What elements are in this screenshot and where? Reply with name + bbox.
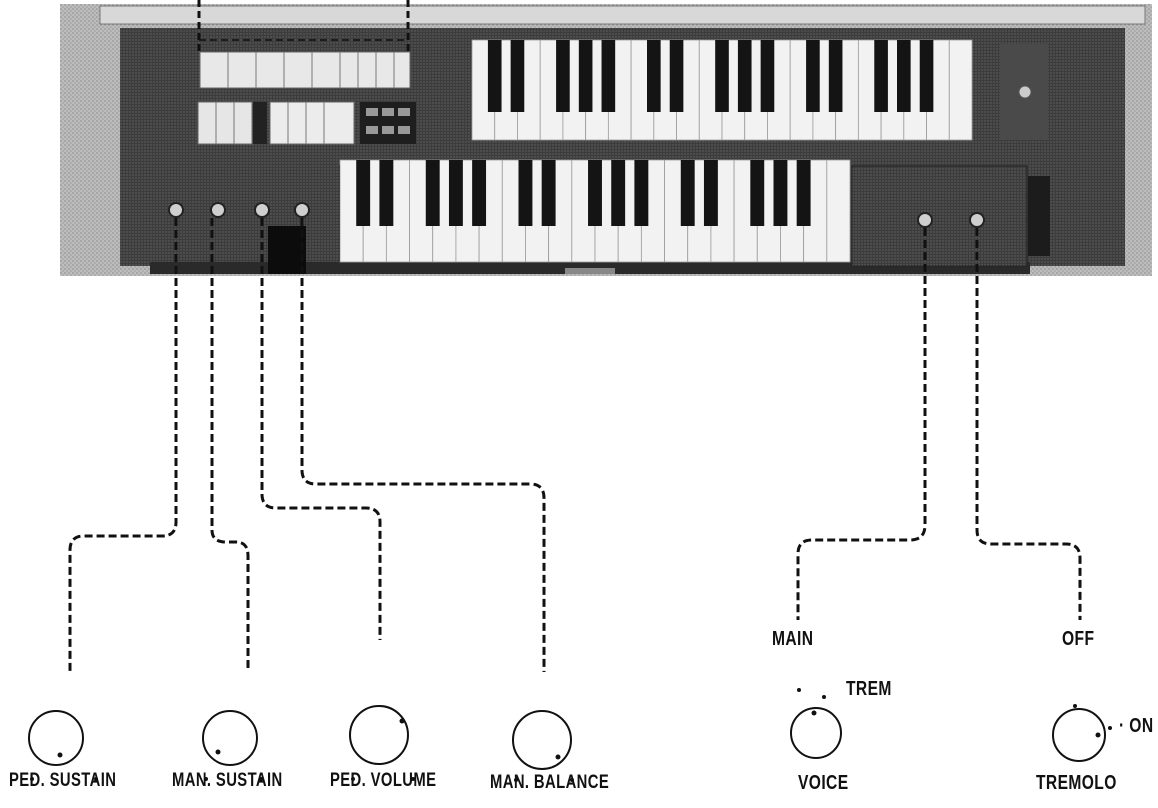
voice-trem-position-label: TREM xyxy=(846,678,892,701)
black-key xyxy=(829,40,843,112)
knob-ped-sustain-pointer xyxy=(58,753,63,758)
black-key xyxy=(681,160,695,226)
black-key xyxy=(588,160,602,226)
voice-label: VOICE xyxy=(798,772,849,795)
knob-man-sustain-pointer xyxy=(216,750,221,755)
black-key xyxy=(647,40,661,112)
black-key xyxy=(920,40,934,112)
selector-voice-pointer xyxy=(812,711,817,716)
tremolo-label: TREMOLO xyxy=(1036,772,1117,795)
tremolo-on-text: ON xyxy=(1129,715,1153,737)
black-key xyxy=(738,40,752,112)
black-key xyxy=(472,160,486,226)
ped-sustain-label: PED. SUSTAIN xyxy=(9,770,116,792)
tremolo-off-position-label: OFF xyxy=(1062,628,1094,651)
black-key xyxy=(426,160,440,226)
black-key xyxy=(449,160,463,226)
black-key xyxy=(519,160,533,226)
tremolo-on-position-label: · ON xyxy=(1119,715,1153,738)
selector-tremolo-pointer xyxy=(1096,733,1101,738)
man-sustain-label: MAN. SUSTAIN xyxy=(172,770,283,792)
black-key xyxy=(774,160,788,226)
black-key xyxy=(670,40,684,112)
black-key xyxy=(542,160,556,226)
knob-leader-lines xyxy=(70,218,1080,672)
lower-manual-keyboard xyxy=(340,160,850,262)
black-key xyxy=(797,160,811,226)
white-key xyxy=(949,40,972,140)
knob-ped-volume-pointer xyxy=(400,719,405,724)
black-key xyxy=(356,160,370,226)
black-key xyxy=(806,40,820,112)
selector-tremolo xyxy=(1053,704,1112,761)
selector-voice xyxy=(791,688,841,758)
black-key xyxy=(556,40,570,112)
knob-man-balance-pointer xyxy=(556,755,561,760)
black-key xyxy=(379,160,393,226)
black-key xyxy=(634,160,648,226)
black-key xyxy=(715,40,729,112)
white-key xyxy=(827,160,850,262)
black-key xyxy=(897,40,911,112)
man-balance-label: MAN. BALANCE xyxy=(490,772,609,794)
ped-volume-label: PED. VOLUME xyxy=(330,770,436,792)
stop-tabs-lower xyxy=(198,102,416,144)
black-key xyxy=(611,160,625,226)
front-knob-panel xyxy=(145,165,340,274)
black-key xyxy=(704,160,718,226)
black-key xyxy=(750,160,764,226)
black-key xyxy=(579,40,593,112)
black-key xyxy=(511,40,525,112)
black-key xyxy=(761,40,775,112)
black-key xyxy=(488,40,502,112)
upper-manual-keyboard xyxy=(472,40,972,140)
black-key xyxy=(602,40,616,112)
black-key xyxy=(874,40,888,112)
stop-tabs-upper xyxy=(200,52,410,88)
voice-main-position-label: MAIN xyxy=(772,628,813,651)
